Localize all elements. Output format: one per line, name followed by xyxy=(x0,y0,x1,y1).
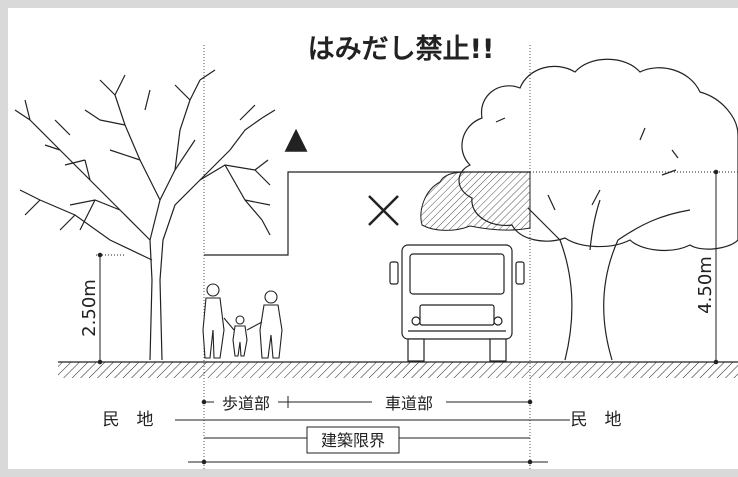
dimension-left xyxy=(96,252,124,365)
label-roadway-bg xyxy=(372,392,446,414)
dimension-right-label: 4.50m xyxy=(695,256,716,314)
canopy-overhang xyxy=(420,171,531,231)
triangle-symbol: ▲ xyxy=(284,121,307,156)
cross-symbol xyxy=(368,195,399,226)
label-private-right: 民 地 xyxy=(571,410,622,430)
clearance-label-box xyxy=(306,426,400,454)
title: はみだし禁止!! xyxy=(308,34,495,65)
label-sidewalk-bg xyxy=(214,392,278,414)
dimension-right xyxy=(530,169,738,365)
label-private-left: 民 地 xyxy=(103,410,154,430)
label-roadway: 車道部 xyxy=(385,394,433,413)
dimension-left-label: 2.50m xyxy=(79,279,100,337)
label-sidewalk: 歩道部 xyxy=(222,394,270,413)
clearance-outline xyxy=(204,171,530,256)
ground-hatch xyxy=(58,362,738,378)
tree-left-icon xyxy=(14,69,276,361)
vehicle-icon xyxy=(389,244,525,362)
pedestrians-icon xyxy=(202,283,283,359)
label-clearance: 建築限界 xyxy=(321,431,385,450)
